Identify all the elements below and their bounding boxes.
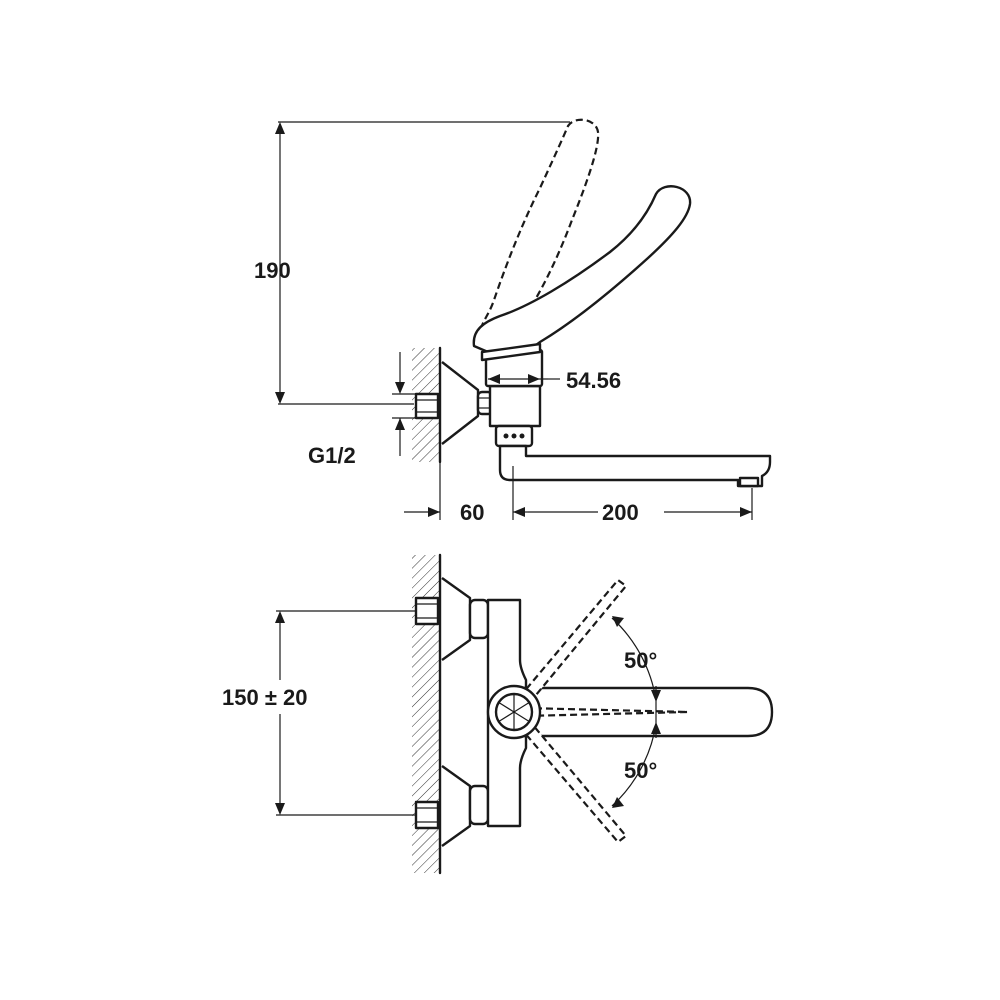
top-view: 50° 50° 150 ± 20	[222, 553, 774, 875]
dim-handle-width-label: 54.56	[566, 368, 621, 393]
side-handle-lever	[472, 185, 692, 354]
angle-upper-label: 50°	[624, 648, 657, 673]
top-spout-swung-down	[510, 710, 628, 844]
dim-inlet-label: G1/2	[308, 443, 356, 468]
dim-wall-offset-label: 60	[460, 500, 484, 525]
dim-height-group: 190	[254, 121, 570, 405]
side-inlet-nut	[414, 392, 440, 420]
dim-inlet-group: G1/2	[308, 352, 416, 468]
top-connector-lower	[468, 784, 490, 826]
top-connector-upper	[468, 598, 490, 640]
top-escutcheon-lower	[441, 765, 472, 847]
side-spout	[498, 444, 772, 488]
dim-spout-reach-label: 200	[602, 500, 639, 525]
top-escutcheon-upper	[441, 577, 472, 661]
dim-reach-group: 60 200	[404, 462, 753, 525]
side-handle-base	[480, 342, 542, 362]
top-inlet-nut-upper	[414, 596, 440, 626]
side-view: 190 54.56 G1/2	[254, 118, 772, 525]
side-escutcheon	[441, 361, 480, 445]
dim-inlet-spacing-group: 150 ± 20	[222, 610, 416, 816]
angle-lower-label: 50°	[624, 758, 657, 783]
dim-inlet-spacing-label: 150 ± 20	[222, 685, 307, 710]
side-aerator	[738, 476, 760, 488]
side-mixer-body	[488, 384, 542, 428]
side-handle-raised	[478, 118, 600, 344]
dim-height-label: 190	[254, 258, 291, 283]
dim-handle-width-group: 54.56	[488, 368, 621, 393]
top-inlet-nut-lower	[414, 800, 440, 830]
top-hub-spokes	[497, 694, 531, 730]
